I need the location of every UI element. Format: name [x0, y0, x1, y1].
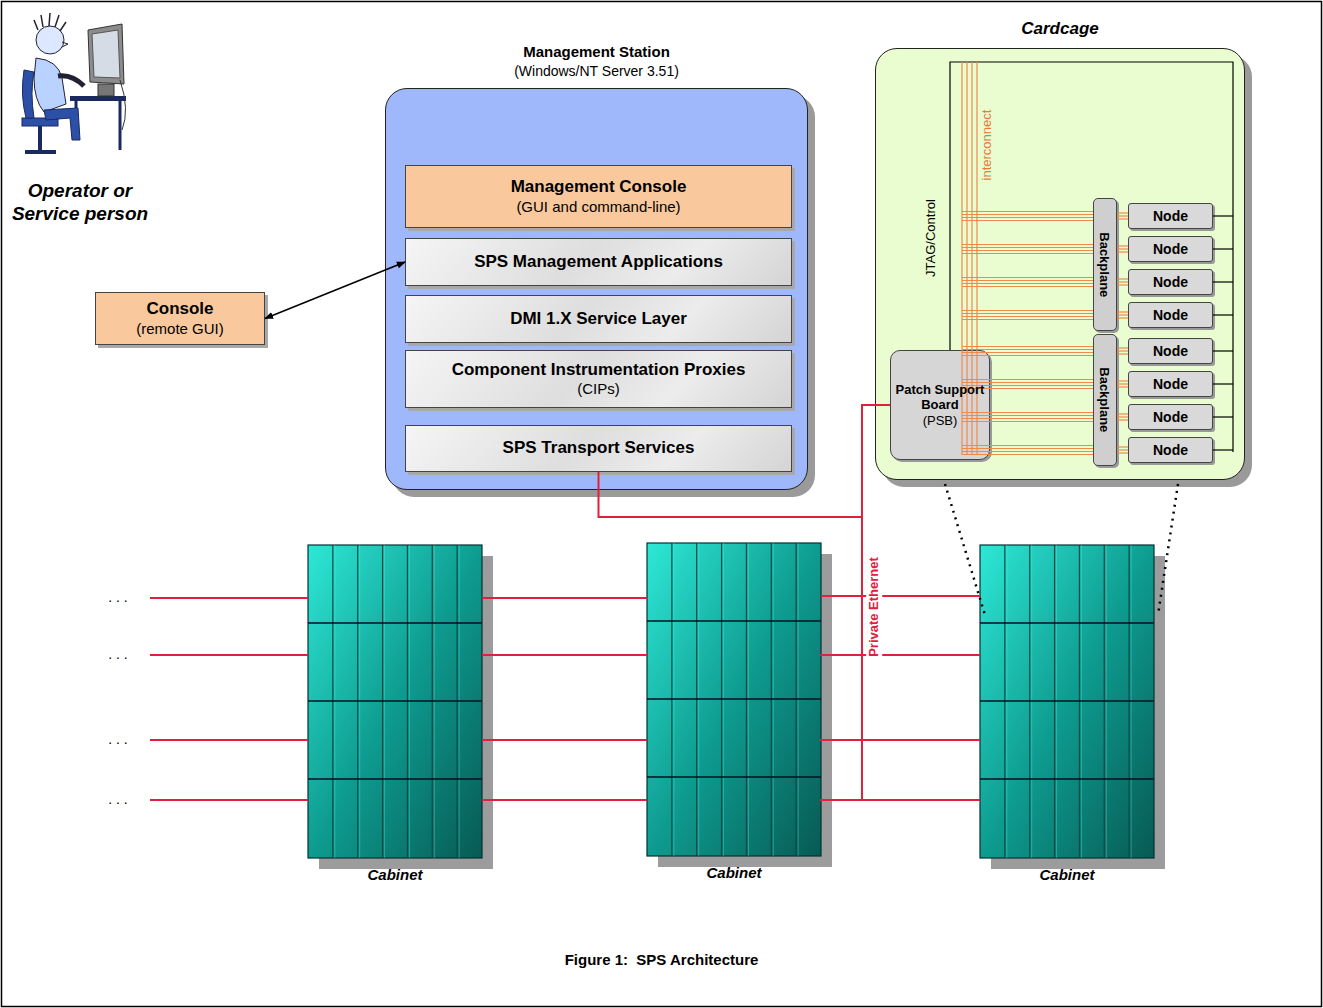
box-title: Backplane: [1097, 232, 1113, 297]
node-box: Node: [1128, 236, 1213, 262]
interconnect-link: [1117, 416, 1128, 417]
continuation-mark: . . .: [88, 791, 148, 808]
continuation-mark: . . .: [88, 589, 148, 606]
box-title: DMI 1.X Service Layer: [510, 309, 687, 329]
label-holder: . . .: [88, 589, 148, 606]
console-box: Console(remote GUI): [95, 292, 265, 345]
cabinet-box: Cabinet: [308, 545, 482, 890]
interconnect-link: [1117, 248, 1128, 249]
cabinet-drawing: [980, 545, 1154, 858]
continuation-mark: . . .: [88, 731, 148, 748]
network-label: Private Ethernet: [866, 554, 882, 660]
box-subtitle: (remote GUI): [136, 320, 224, 338]
node-box: Node: [1128, 371, 1213, 397]
node-box: Node: [1128, 269, 1213, 295]
box-title: Node: [1153, 343, 1188, 360]
ethernet-link: [482, 597, 647, 599]
operator-figure: [22, 13, 126, 152]
cabinet-box: Cabinet: [980, 545, 1154, 890]
signal-label: interconnect: [979, 110, 995, 181]
label-holder: . . .: [88, 791, 148, 808]
software-layer: DMI 1.X Service Layer: [405, 295, 792, 343]
box-title: Node: [1153, 376, 1188, 393]
label-holder: . . .: [88, 731, 148, 748]
label-holder: . . .: [88, 646, 148, 663]
box-title: Cabinet: [367, 866, 422, 884]
box-title: SPS Management Applications: [474, 252, 723, 272]
interconnect-link: [1117, 314, 1128, 315]
box-title: SPS Transport Services: [503, 438, 695, 458]
label-holder: Operator or Service person: [0, 180, 160, 226]
interconnect-link: [1117, 449, 1128, 450]
node-box: Node: [1128, 338, 1213, 364]
software-layer: Component Instrumentation Proxies(CIPs): [405, 350, 792, 408]
box-title: Cabinet: [1039, 866, 1094, 884]
interconnect-link: [1117, 215, 1128, 216]
signal-label: JTAG/Control: [923, 199, 939, 277]
box-subtitle: (PSB): [919, 413, 962, 429]
box-title: Node: [1153, 241, 1188, 258]
ethernet-link: [821, 595, 980, 597]
software-layer: SPS Transport Services: [405, 425, 792, 472]
interconnect-link: [1117, 383, 1128, 384]
backplane-box: Backplane: [1093, 198, 1117, 331]
box-title: Node: [1153, 442, 1188, 459]
station-box: Management Console(GUI and command-line)…: [385, 38, 808, 490]
node-box: Node: [1128, 404, 1213, 430]
box-title: Node: [1153, 208, 1188, 225]
node-box: Node: [1128, 437, 1213, 463]
box-title: Console: [146, 299, 213, 319]
cabinet-box: Cabinet: [647, 543, 821, 888]
continuation-mark: . . .: [88, 646, 148, 663]
caption-holder: Figure 1: SPS Architecture: [0, 951, 1323, 968]
interconnect-link: [1117, 281, 1128, 282]
box-title: Node: [1153, 274, 1188, 291]
figure-caption: Figure 1: SPS Architecture: [0, 951, 1323, 968]
box-title: Backplane: [1097, 367, 1113, 432]
box-title: Patch Support Board: [891, 382, 989, 413]
patch-board: Patch Support Board(PSB): [890, 350, 990, 460]
cabinet-drawing: [647, 543, 821, 856]
box-subtitle: (Windows/NT Server 3.51): [514, 62, 679, 80]
box-title: Node: [1153, 409, 1188, 426]
box-title: Node: [1153, 307, 1188, 324]
box-title: Component Instrumentation Proxies: [452, 360, 746, 380]
box-title: Management Station: [523, 42, 670, 62]
box-title: Cardcage: [1021, 19, 1098, 39]
node-box: Node: [1128, 203, 1213, 229]
node-box: Node: [1128, 302, 1213, 328]
box-title: Management Console: [511, 177, 687, 197]
role-label: Operator or Service person: [0, 180, 160, 226]
backplane-box: Backplane: [1093, 334, 1117, 466]
cabinet-drawing: [308, 545, 482, 858]
box-subtitle: (GUI and command-line): [516, 198, 680, 216]
box-title: Cabinet: [706, 864, 761, 882]
box-subtitle: (CIPs): [577, 380, 620, 398]
interconnect-link: [1117, 350, 1128, 351]
ethernet-wire: [150, 517, 980, 800]
double-arrow: [265, 262, 405, 319]
console-layer: Management Console(GUI and command-line): [405, 165, 792, 228]
software-layer: SPS Management Applications: [405, 238, 792, 286]
